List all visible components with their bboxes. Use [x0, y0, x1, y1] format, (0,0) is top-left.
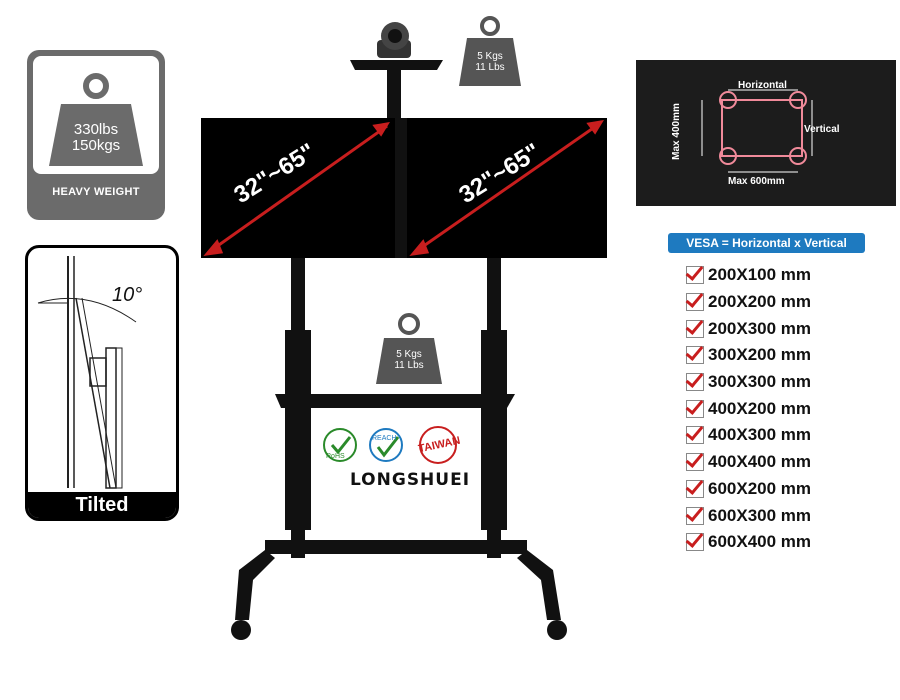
- top-weight-lbs: 11 Lbs: [475, 61, 505, 73]
- check-icon: [686, 373, 704, 392]
- top-weight-kgs: 5 Kgs: [477, 51, 503, 62]
- vesa-size: 400X300 mm: [708, 425, 812, 445]
- top-tray-weight: 5 Kgs 11 Lbs: [455, 12, 525, 88]
- brand-logo: LONGSHUEI: [349, 470, 471, 490]
- vesa-diagram: Horizontal Vertical Max 600mm Max 400mm: [636, 60, 896, 206]
- weight-icon: [376, 313, 442, 384]
- check-icon: [686, 533, 704, 552]
- list-item: 600X400 mm: [686, 529, 886, 556]
- tilted-label: Tilted: [28, 492, 176, 518]
- tilt-angle-label: 10°: [112, 284, 143, 306]
- vesa-size: 400X400 mm: [708, 452, 812, 472]
- list-item: 400X300 mm: [686, 422, 886, 449]
- vesa-size: 200X300 mm: [708, 318, 812, 338]
- check-icon: [686, 399, 704, 418]
- certification-icons: [323, 426, 457, 464]
- list-item: 200X300 mm: [686, 315, 886, 342]
- vesa-vertical-label: Vertical: [804, 124, 840, 135]
- tilted-card: 10° Tilted: [25, 245, 179, 521]
- shelf-weight: 5 Kgs 11 Lbs: [372, 310, 446, 386]
- shelf-weight-lbs: 11 Lbs: [394, 359, 424, 371]
- heavy-weight-label: HEAVY WEIGHT: [52, 186, 140, 198]
- rohs-label: RoHS: [326, 453, 345, 460]
- reach-label: REACH: [372, 435, 397, 442]
- vesa-size: 400X200 mm: [708, 398, 812, 418]
- vesa-max-horizontal: Max 600mm: [728, 176, 785, 187]
- list-item: 200X200 mm: [686, 289, 886, 316]
- vesa-size-list: 200X100 mm 200X200 mm 200X300 mm 300X200…: [686, 262, 886, 556]
- weight-kgs: 150kgs: [71, 136, 121, 154]
- heavy-weight-card: 330lbs 150kgs HEAVY WEIGHT: [27, 50, 165, 220]
- check-icon: [686, 479, 704, 498]
- tilt-diagram-icon: [37, 256, 137, 489]
- certification-logos: RoHS REACH TAIWAN: [322, 425, 472, 470]
- list-item: 300X300 mm: [686, 369, 886, 396]
- check-icon: [686, 506, 704, 525]
- vesa-size: 600X200 mm: [708, 478, 812, 498]
- vesa-size: 600X300 mm: [708, 505, 812, 525]
- vesa-size: 300X200 mm: [708, 345, 812, 365]
- vesa-horizontal-label: Horizontal: [738, 80, 787, 91]
- check-icon: [686, 319, 704, 338]
- weight-icon: [49, 73, 143, 166]
- check-icon: [686, 453, 704, 472]
- list-item: 400X400 mm: [686, 449, 886, 476]
- list-item: 200X100 mm: [686, 262, 886, 289]
- vesa-size: 600X400 mm: [708, 532, 812, 552]
- check-icon: [686, 266, 704, 285]
- vesa-size: 300X300 mm: [708, 372, 812, 392]
- vesa-size: 200X100 mm: [708, 265, 812, 285]
- vesa-size: 200X200 mm: [708, 292, 812, 312]
- shelf-weight-kgs: 5 Kgs: [396, 349, 422, 360]
- check-icon: [686, 426, 704, 445]
- camera-icon: [377, 22, 411, 58]
- list-item: 400X200 mm: [686, 395, 886, 422]
- list-item: 600X300 mm: [686, 502, 886, 529]
- weight-lbs: 330lbs: [73, 121, 119, 138]
- tv-stand-product: [201, 22, 607, 640]
- list-item: 300X200 mm: [686, 342, 886, 369]
- list-item: 600X200 mm: [686, 476, 886, 503]
- check-icon: [686, 293, 704, 312]
- vesa-max-vertical: Max 400mm: [670, 103, 682, 160]
- check-icon: [686, 346, 704, 365]
- weight-icon: [459, 16, 521, 86]
- vesa-diagram-icon: [701, 89, 813, 173]
- vesa-title: VESA = Horizontal x Vertical: [668, 233, 865, 253]
